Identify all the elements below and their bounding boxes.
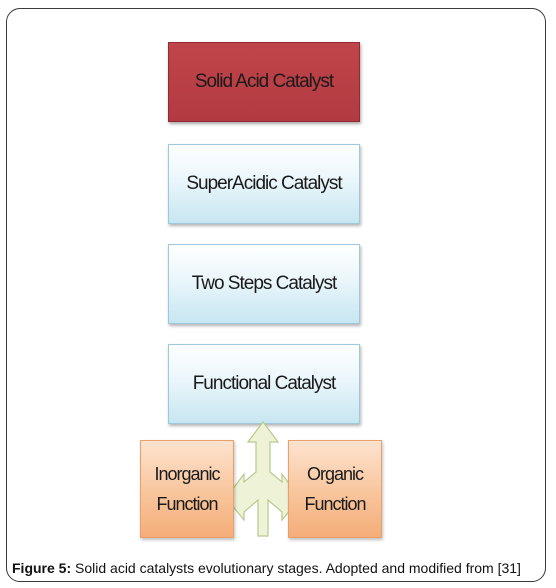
caption-text: Solid acid catalysts evolutionary stages… xyxy=(71,560,521,576)
figure-caption: Figure 5: Solid acid catalysts evolution… xyxy=(12,560,521,576)
stage-label: Functional Catalyst xyxy=(192,373,337,394)
function-label-line1: Inorganic xyxy=(154,464,220,484)
inorganic-function-box: Inorganic Function xyxy=(140,440,234,538)
function-label-line2: Function xyxy=(156,494,218,514)
function-label-line2: Function xyxy=(304,494,366,514)
stage-functional-catalyst: Functional Catalyst xyxy=(168,344,360,424)
caption-label: Figure 5: xyxy=(12,560,72,576)
stage-label: Solid Acid Catalyst xyxy=(194,71,334,92)
stage-superacidic-catalyst: SuperAcidic Catalyst xyxy=(168,144,360,224)
stage-solid-acid-catalyst: Solid Acid Catalyst xyxy=(168,42,360,122)
stage-label: SuperAcidic Catalyst xyxy=(186,173,342,194)
organic-function-box: Organic Function xyxy=(288,440,382,538)
stage-label: Two Steps Catalyst xyxy=(191,273,338,294)
stage-two-steps-catalyst: Two Steps Catalyst xyxy=(168,244,360,324)
function-label-line1: Organic xyxy=(306,464,364,484)
merge-arrow-icon xyxy=(226,421,300,537)
